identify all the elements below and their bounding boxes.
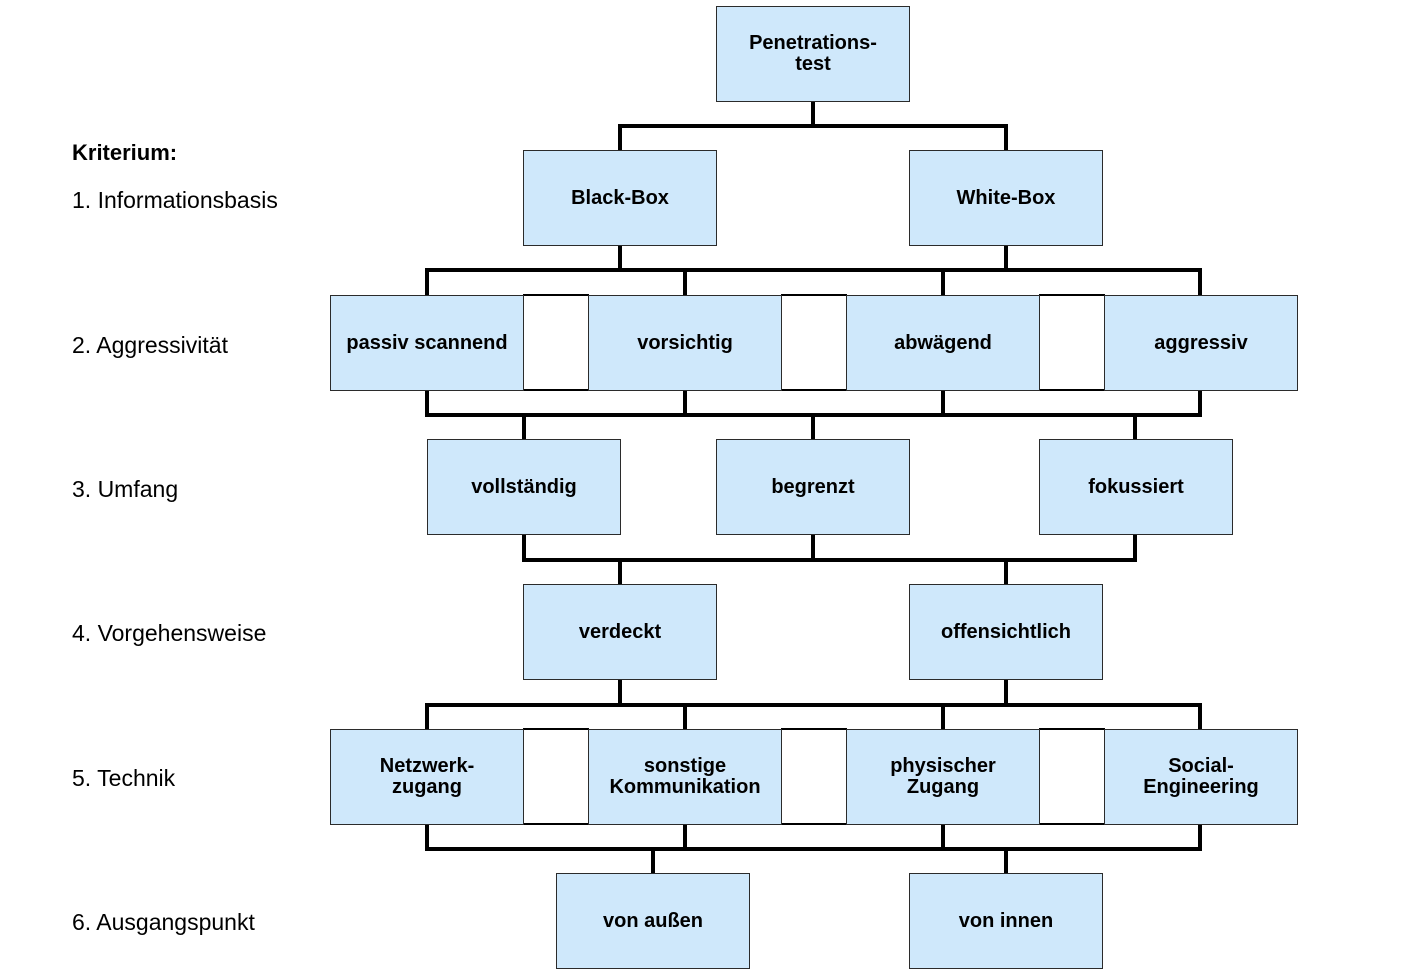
- criterion-informationsbasis: 1. Informationsbasis: [72, 187, 278, 213]
- node-aggressiv: aggressiv: [1104, 295, 1298, 391]
- criterion-aggressivitaet: 2. Aggressivität: [72, 332, 228, 358]
- node-verdeckt: verdeckt: [523, 584, 717, 680]
- node-social-engineering: Social- Engineering: [1104, 729, 1298, 825]
- node-begrenzt: begrenzt: [716, 439, 910, 535]
- node-offensichtlich: offensichtlich: [909, 584, 1103, 680]
- node-white-box: White-Box: [909, 150, 1103, 246]
- criterion-ausgangspunkt: 6. Ausgangspunkt: [72, 909, 255, 935]
- connector-root-to-informationsbasis: [618, 99, 1008, 152]
- node-passiv-scannend: passiv scannend: [330, 295, 524, 391]
- connector-technik-to-ausgangspunkt: [425, 822, 1202, 875]
- node-von-aussen: von außen: [556, 873, 750, 969]
- node-sonstige-kommunikation: sonstige Kommunikation: [588, 729, 782, 825]
- gap-frame-aggressivitaet: [523, 294, 1105, 391]
- criteria-heading: Kriterium:: [72, 140, 178, 165]
- criterion-vorgehensweise: 4. Vorgehensweise: [72, 620, 267, 646]
- criterion-umfang: 3. Umfang: [72, 476, 179, 502]
- connector-umfang-to-vorgehensweise: [522, 533, 1137, 586]
- gap-frame-technik: [523, 728, 1105, 825]
- node-abwaegend: abwägend: [846, 295, 1040, 391]
- node-vorsichtig: vorsichtig: [588, 295, 782, 391]
- connector-vorgehensweise-to-technik: [425, 678, 1202, 731]
- connector-informationsbasis-to-aggressivitaet: [425, 244, 1202, 297]
- node-netzwerkzugang: Netzwerk- zugang: [330, 729, 524, 825]
- node-von-innen: von innen: [909, 873, 1103, 969]
- connector-aggressivitaet-to-umfang: [425, 388, 1202, 441]
- node-vollstaendig: vollständig: [427, 439, 621, 535]
- node-black-box: Black-Box: [523, 150, 717, 246]
- criterion-technik: 5. Technik: [72, 765, 176, 791]
- node-penetrationstest: Penetrations- test: [716, 6, 910, 102]
- node-physischer-zugang: physischer Zugang: [846, 729, 1040, 825]
- node-fokussiert: fokussiert: [1039, 439, 1233, 535]
